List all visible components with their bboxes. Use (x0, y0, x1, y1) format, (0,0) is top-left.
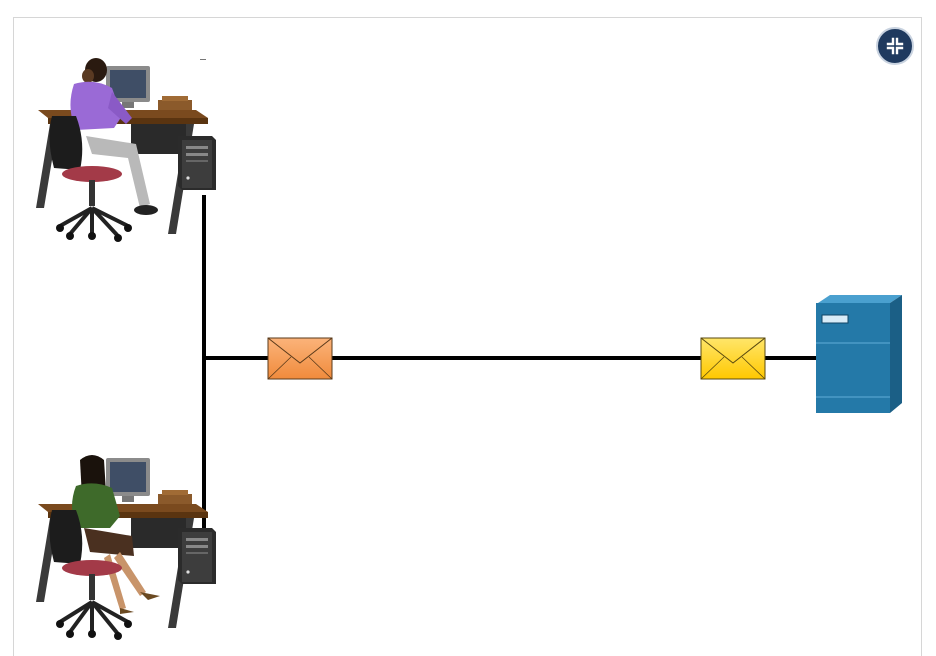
collapse-button[interactable] (876, 27, 914, 65)
server-icon[interactable] (814, 293, 904, 415)
stray-mark (200, 59, 206, 60)
envelope-icon-orange[interactable] (267, 337, 333, 380)
workstation-top[interactable] (36, 58, 221, 243)
workstation-bottom[interactable] (36, 452, 221, 642)
collapse-icon (886, 37, 904, 55)
envelope-icon-yellow[interactable] (700, 337, 766, 380)
